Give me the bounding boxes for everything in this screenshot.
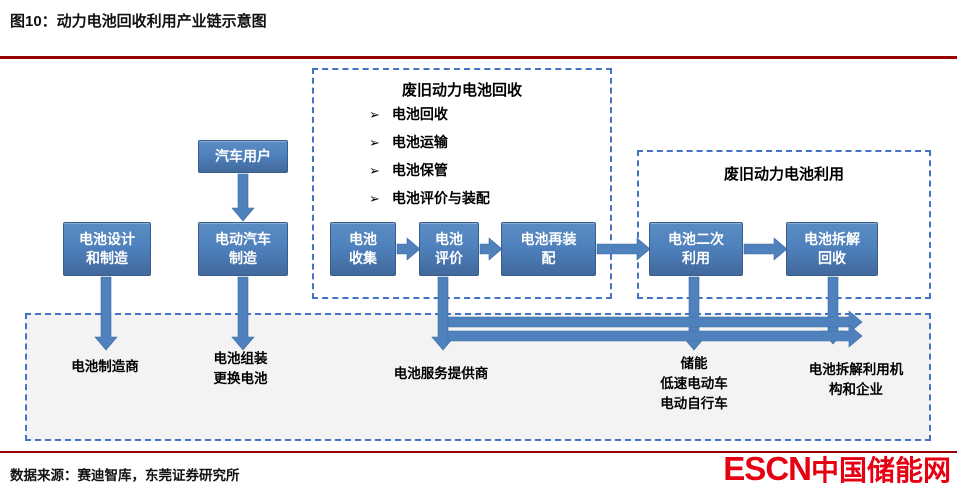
node-battery-design: 电池设计 和制造 [63,222,151,276]
car-user-to-ev-arrow [231,173,255,222]
logo-cn-text: 中国储能网 [810,455,951,486]
node-battery-evaluate: 电池 评价 [419,222,479,276]
bullet-label: 电池运输 [391,134,448,150]
node-battery-repack: 电池再装 配 [501,222,596,276]
arrow-bullet-icon: ➢ [369,135,380,150]
bullet-label: 电池保管 [391,162,448,178]
recycle-list: ➢ 电池回收 ➢ 电池运输 ➢ 电池保管 ➢ 电池评价与装配 [369,104,490,216]
reuse-group-box: 废旧动力电池利用 [637,150,931,299]
reuse-group-title: 废旧动力电池利用 [723,166,844,183]
list-item: ➢ 电池保管 [369,160,490,180]
arrow-bullet-icon: ➢ [369,191,380,206]
escn-logo: ESCN 中国储能网 [723,450,951,490]
node-ev-manufacture: 电动汽车 制造 [198,222,288,276]
bullet-label: 电池评价与装配 [391,190,490,206]
list-item: ➢ 电池回收 [369,104,490,124]
recycle-group-title: 废旧动力电池回收 [401,82,522,99]
bullet-label: 电池回收 [391,106,448,122]
label-battery-assembly: 电池组装 更换电池 [213,351,268,386]
recycle-group-box: 废旧动力电池回收 ➢ 电池回收 ➢ 电池运输 ➢ 电池保管 ➢ 电池评价与装配 [312,68,612,299]
label-battery-service: 电池服务提供商 [393,366,489,381]
label-battery-manufacturer: 电池制造商 [71,359,139,374]
top-rule [0,56,957,59]
label-dismantle-org: 电池拆解利用机 构和企业 [808,362,904,397]
node-battery-collect: 电池 收集 [330,222,396,276]
page-title: 图10：动力电池回收利用产业链示意图 [10,13,267,30]
logo-escn-text: ESCN [723,450,812,487]
label-energy-storage-use: 储能 低速电动车 电动自行车 [660,356,728,411]
list-item: ➢ 电池运输 [369,132,490,152]
node-dismantle-recycle: 电池拆解 回收 [786,222,878,276]
source-text: 数据来源：赛迪智库，东莞证券研究所 [10,468,240,483]
node-car-user: 汽车用户 [198,140,288,173]
arrow-bullet-icon: ➢ [369,107,380,122]
bottom-rule [0,451,957,453]
arrow-bullet-icon: ➢ [369,163,380,178]
list-item: ➢ 电池评价与装配 [369,188,490,208]
node-second-use: 电池二次 利用 [649,222,743,276]
